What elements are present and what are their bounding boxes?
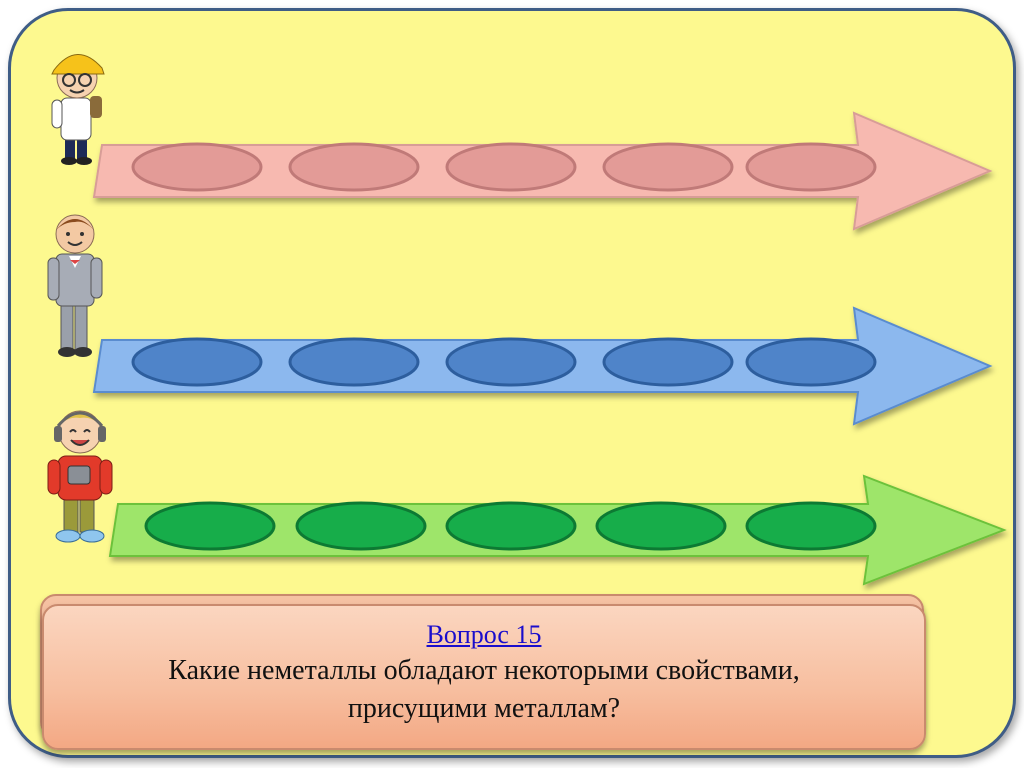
track-blue-button-4[interactable] xyxy=(602,337,734,387)
track-pink-button-2[interactable] xyxy=(288,142,420,192)
track-blue xyxy=(92,306,993,426)
question-card: Вопрос 15 Какие неметаллы обладают некот… xyxy=(42,604,926,750)
track-pink-button-5[interactable] xyxy=(745,142,877,192)
track-green-button-3[interactable] xyxy=(445,501,577,551)
track-pink-button-4[interactable] xyxy=(602,142,734,192)
track-pink-button-3[interactable] xyxy=(445,142,577,192)
track-pink-button-1[interactable] xyxy=(131,142,263,192)
track-blue-button-3[interactable] xyxy=(445,337,577,387)
track-blue-button-5[interactable] xyxy=(745,337,877,387)
question-title-link[interactable]: Вопрос 15 xyxy=(426,620,542,649)
boy-hardhat-character xyxy=(51,54,105,165)
track-green-button-5[interactable] xyxy=(745,501,877,551)
boy-headphones-character xyxy=(47,410,113,543)
boy-suit-character xyxy=(47,214,103,357)
question-line-2: присущими металлам? xyxy=(347,693,621,724)
track-green xyxy=(108,474,1007,586)
track-blue-button-2[interactable] xyxy=(288,337,420,387)
track-blue-button-1[interactable] xyxy=(131,337,263,387)
question-text: Какие неметаллы обладают некоторыми свой… xyxy=(44,652,924,728)
track-green-button-1[interactable] xyxy=(144,501,276,551)
track-green-button-2[interactable] xyxy=(295,501,427,551)
track-green-button-4[interactable] xyxy=(595,501,727,551)
track-pink xyxy=(92,111,993,231)
question-line-1: Какие неметаллы обладают некоторыми свой… xyxy=(168,655,800,686)
